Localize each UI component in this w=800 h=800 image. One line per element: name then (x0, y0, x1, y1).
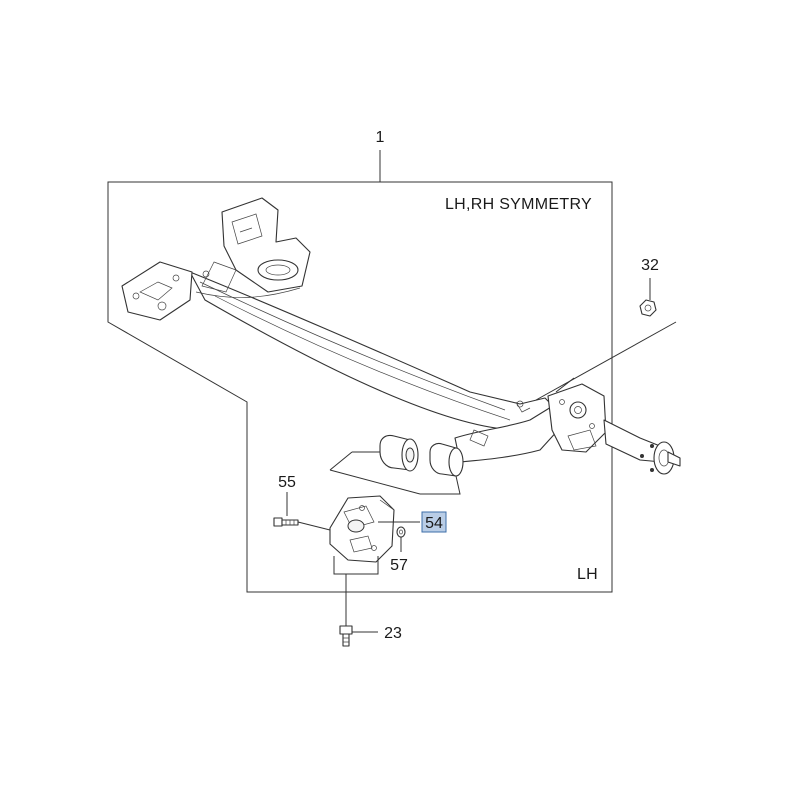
bushing-assembly (329, 434, 464, 495)
assembly-boundary (107, 181, 613, 593)
washer-57 (396, 526, 406, 552)
bolt-23 (339, 625, 378, 647)
callout-1: 1 (376, 129, 385, 146)
side-note: LH (577, 566, 598, 583)
callout-57: 57 (390, 557, 408, 574)
callout-32: 32 (641, 257, 659, 274)
callout-55: 55 (278, 474, 296, 491)
mounting-bracket (329, 495, 420, 626)
nut-32 (639, 278, 657, 317)
callout-54[interactable]: 54 (425, 515, 443, 532)
callout-23: 23 (384, 625, 402, 642)
symmetry-note: LH,RH SYMMETRY (445, 196, 592, 213)
bolt-55 (273, 492, 331, 531)
torsion-beam-axle (121, 197, 681, 475)
callout-54-highlight (421, 511, 447, 533)
